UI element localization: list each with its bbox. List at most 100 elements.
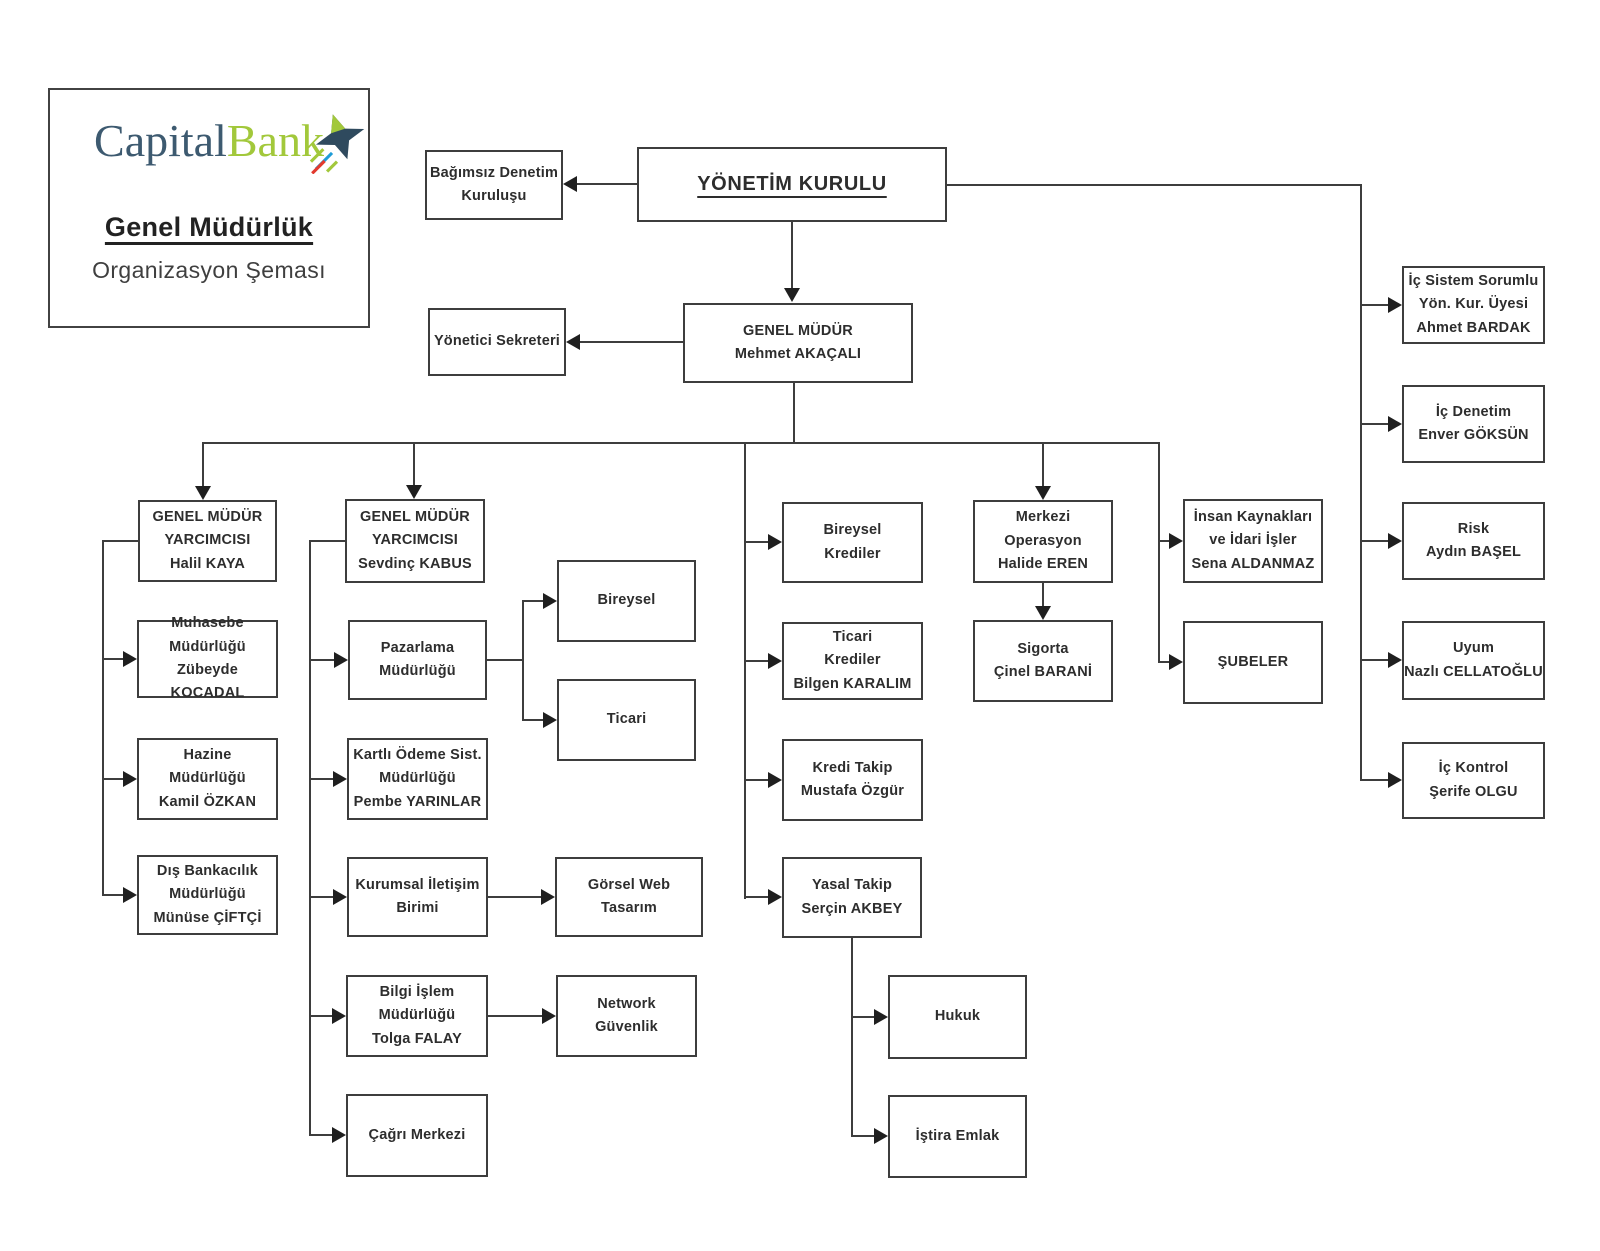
node-text-line: Müdürlüğü [169, 638, 246, 655]
connector-line [1042, 583, 1044, 606]
arrow-left-icon [566, 334, 580, 350]
node-text-line: ŞUBELER [1217, 653, 1289, 670]
node-genel-mudur: GENEL MÜDÜR Mehmet AKAÇALI [683, 303, 913, 383]
arrow-right-icon [768, 889, 782, 905]
node-text-line: Çinel BARANİ [993, 664, 1093, 680]
logo-star-icon [309, 114, 365, 174]
node-text-line: Birimi [396, 900, 439, 916]
node-text-line: İnsan Kaynakları [1193, 508, 1313, 525]
logo-subtitle: Organizasyon Şeması [92, 257, 326, 283]
connector-line [1361, 659, 1388, 661]
node-text-line: Şerife OLGU [1429, 783, 1518, 800]
node-text-line: Müdürlüğü [379, 770, 456, 787]
node-text-line: Mehmet AKAÇALI [734, 346, 862, 362]
logo-title: Genel Müdürlük [104, 212, 314, 242]
connector-line [1158, 540, 1169, 542]
connector-line [310, 540, 345, 542]
arrow-right-icon [541, 889, 555, 905]
connector-line [102, 540, 104, 896]
logo-word-bank: Bank [226, 115, 324, 166]
arrow-down-icon [1035, 486, 1051, 500]
arrow-right-icon [333, 771, 347, 787]
node-text-line: Bireysel [823, 522, 882, 539]
node-bireysel: Bireysel [557, 560, 696, 642]
node-text-line: GENEL MÜDÜR [743, 322, 853, 339]
node-text-line: Çağrı Merkezi [368, 1126, 466, 1143]
node-text-line: Sigorta [1017, 640, 1069, 657]
connector-line [1158, 661, 1169, 663]
connector-line [851, 938, 853, 1136]
arrow-right-icon [1169, 654, 1183, 670]
logo-card: CapitalBank Genel Müdürlük Organizasyon … [48, 88, 370, 328]
arrow-right-icon [123, 887, 137, 903]
connector-line [744, 442, 746, 899]
arrow-down-icon [406, 485, 422, 499]
node-text-line: Kamil ÖZKAN [158, 793, 257, 810]
connector-line [309, 778, 333, 780]
node-text-line: Muhasebe [171, 615, 244, 632]
node-text-line: Halide EREN [997, 556, 1089, 573]
node-text-line: İç Kontrol [1438, 760, 1509, 777]
node-text-line: Görsel Web [587, 876, 671, 893]
connector-line [851, 1135, 874, 1137]
node-text-line: Zübeyde KOCADAL [170, 662, 245, 702]
connector-line [1361, 540, 1388, 542]
node-text-line: Müdürlüğü [169, 770, 246, 787]
node-hukuk: Hukuk [888, 975, 1027, 1059]
connector-line [309, 659, 334, 661]
arrow-right-icon [1388, 533, 1402, 549]
connector-line [522, 600, 543, 602]
node-text-line: Risk [1457, 520, 1490, 537]
node-text-line: Yön. Kur. Üyesi [1418, 296, 1529, 313]
connector-line [102, 778, 123, 780]
arrow-right-icon [768, 772, 782, 788]
node-text-line: GENEL MÜDÜR [360, 508, 470, 525]
node-text-line: Müdürlüğü [169, 886, 246, 903]
node-text-line: Sena ALDANMAZ [1191, 555, 1315, 572]
arrow-right-icon [123, 651, 137, 667]
connector-line [793, 383, 795, 443]
node-text-line: Ahmet BARDAK [1416, 319, 1531, 336]
node-text-line: Mustafa Özgür [800, 783, 905, 799]
arrow-down-icon [195, 486, 211, 500]
node-text-line: GENEL MÜDÜR [152, 508, 263, 525]
arrow-right-icon [123, 771, 137, 787]
connector-line [745, 779, 768, 781]
connector-line [309, 1134, 332, 1136]
connector-line [947, 184, 1362, 186]
arrow-right-icon [1388, 652, 1402, 668]
connector-line [103, 540, 138, 542]
connector-line [522, 719, 543, 721]
connector-line [580, 341, 683, 343]
node-text-line: Bağımsız Denetim [429, 164, 559, 181]
node-text-line: YARCIMCISI [164, 532, 251, 549]
node-text-line: Aydın BAŞEL [1425, 544, 1522, 560]
arrow-right-icon [874, 1128, 888, 1144]
node-text-line: İç Sistem Sorumlu [1408, 272, 1539, 289]
node-text-line: Enver GÖKSÜN [1418, 427, 1529, 443]
connector-line [413, 442, 415, 485]
connector-line [309, 540, 311, 1136]
node-yonetici-sekreteri: Yönetici Sekreteri [428, 308, 566, 376]
arrow-right-icon [543, 712, 557, 728]
node-text-line: Krediler [824, 652, 881, 669]
arrow-right-icon [543, 593, 557, 609]
connector-line [791, 222, 793, 289]
node-text-line: Tolga FALAY [371, 1030, 462, 1047]
connector-line [309, 1015, 332, 1017]
node-text-line: Dış Bankacılık [156, 862, 259, 879]
